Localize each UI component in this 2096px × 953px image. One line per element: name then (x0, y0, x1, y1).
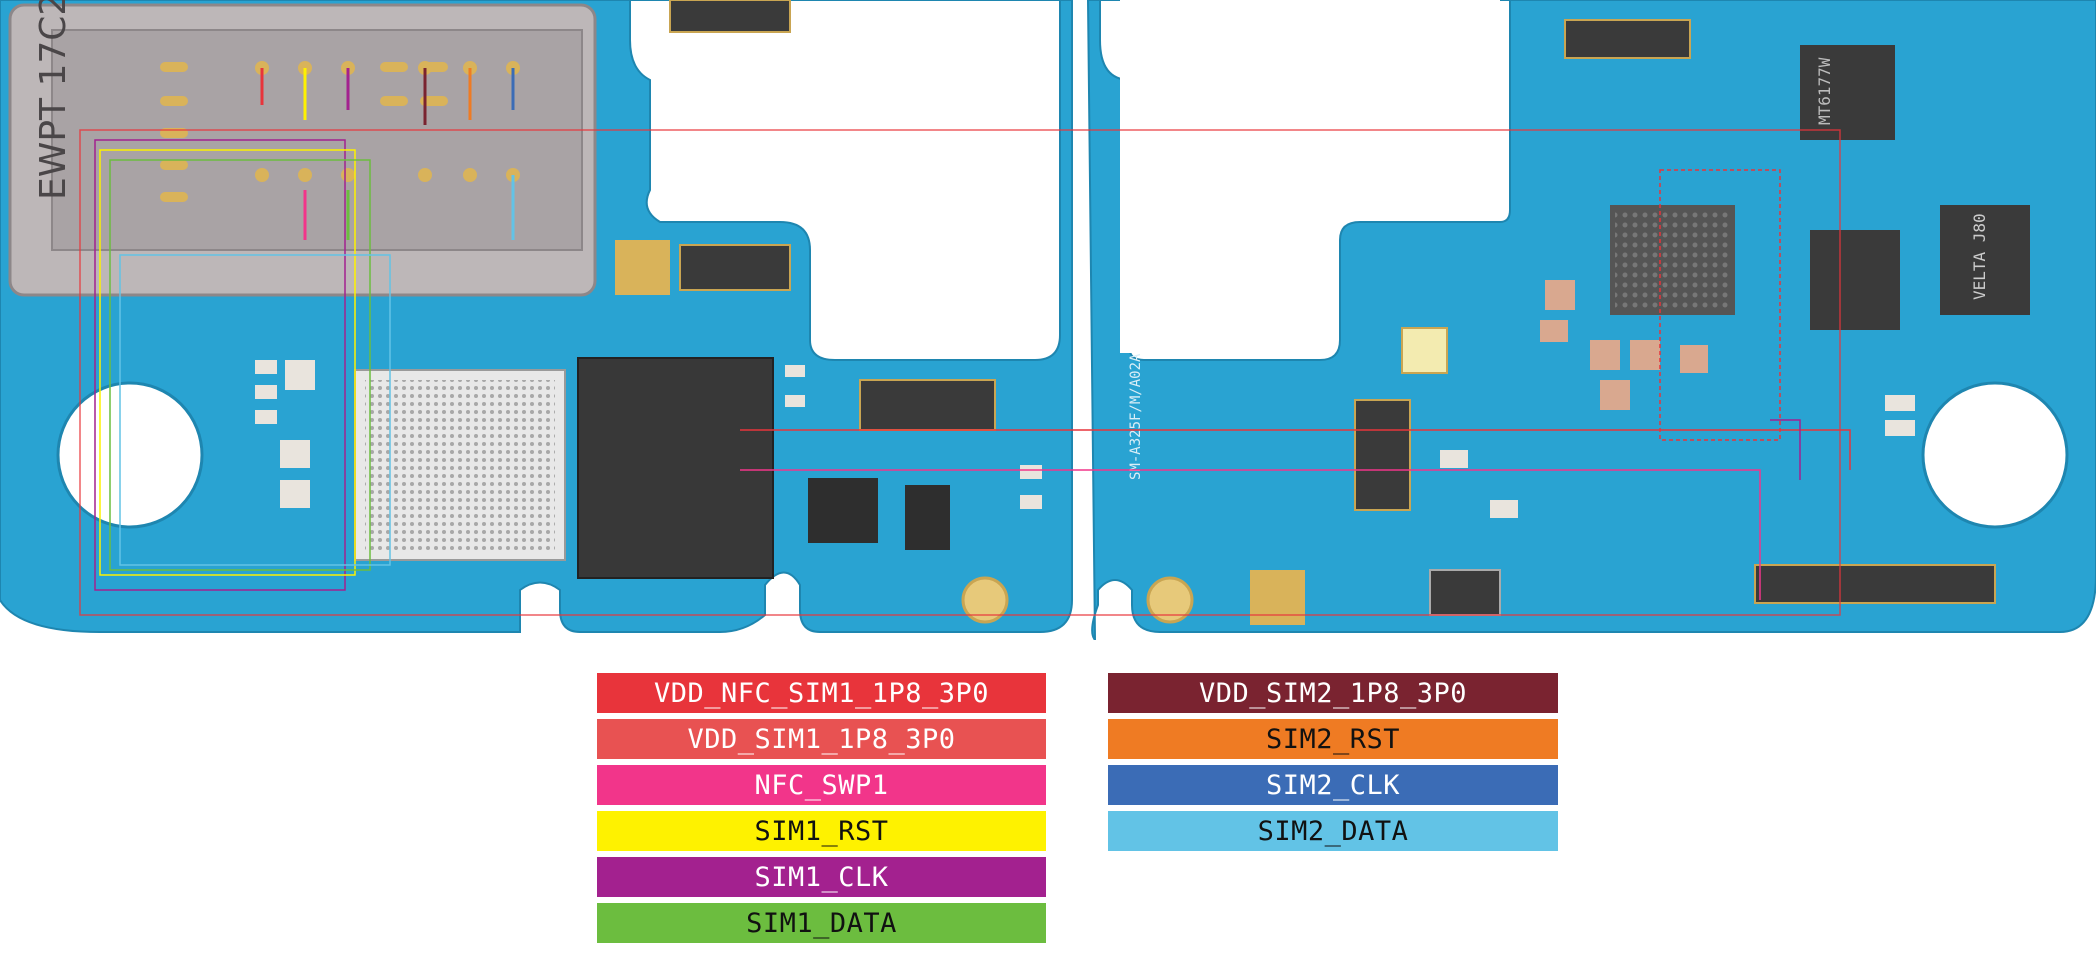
sensor-chip (1810, 230, 1900, 330)
legend-item-nfc-swp1: NFC_SWP1 (597, 765, 1046, 805)
right-connector-bottom (1754, 564, 1996, 604)
pmic-chip (808, 478, 878, 543)
legend-item-sim1-data: SIM1_DATA (597, 903, 1046, 943)
left-mount-hole (56, 381, 204, 529)
legend-item-sim2-data: SIM2_DATA (1108, 811, 1558, 851)
passives-right-light (1440, 395, 1915, 518)
gold-mount-right (1146, 576, 1194, 624)
right-qr-code (1250, 570, 1305, 625)
connector-right (859, 379, 996, 431)
sim-tray-label: EWPT 17C2 (33, 0, 74, 200)
connector-mid (679, 244, 791, 291)
transceiver-dots (1615, 210, 1730, 310)
right-small-connector (1429, 569, 1501, 616)
passives-right (1540, 280, 1708, 410)
legend-item-vdd-nfc-sim1: VDD_NFC_SIM1_1P8_3P0 (597, 673, 1046, 713)
legend-item-sim2-clk: SIM2_CLK (1108, 765, 1558, 805)
rf-chip-label: MT6177W (1815, 57, 1834, 125)
small-chip-1 (905, 485, 950, 550)
memory-chip (577, 357, 774, 579)
right-connector-top (1564, 19, 1691, 59)
pcb-diagram: EWPT 17C2 (0, 0, 2096, 640)
legend-item-sim1-clk: SIM1_CLK (597, 857, 1046, 897)
velta-chip (1940, 205, 2030, 315)
legend-item-vdd-sim2: VDD_SIM2_1P8_3P0 (1108, 673, 1558, 713)
connector-top (669, 0, 791, 33)
right-mount-hole (1921, 381, 2069, 529)
velta-chip-label: VELTA J80 (1970, 213, 1989, 300)
legend-item-sim1-rst: SIM1_RST (597, 811, 1046, 851)
board-code: SM-A325F/M/A02A (1128, 353, 1144, 480)
qr-code (615, 240, 670, 295)
rf-chip (1800, 45, 1895, 140)
right-cutout-mid (1120, 195, 1335, 353)
sim-probe-wires (260, 68, 515, 240)
gold-mount-left (961, 576, 1009, 624)
legend-item-sim2-rst: SIM2_RST (1108, 719, 1558, 759)
bga-dots (365, 380, 555, 550)
right-board: MT6177W VELTA J80 SM-A325F/M/A02A (1086, 0, 2096, 640)
right-connector-side (1354, 399, 1411, 511)
signal-traces (79, 129, 1851, 616)
right-cutout-top (1120, 0, 1500, 200)
left-board: EWPT 17C2 (0, 0, 1073, 633)
led-flash (1401, 327, 1448, 374)
passives-left (255, 360, 1042, 509)
legend-item-vdd-sim1: VDD_SIM1_1P8_3P0 (597, 719, 1046, 759)
